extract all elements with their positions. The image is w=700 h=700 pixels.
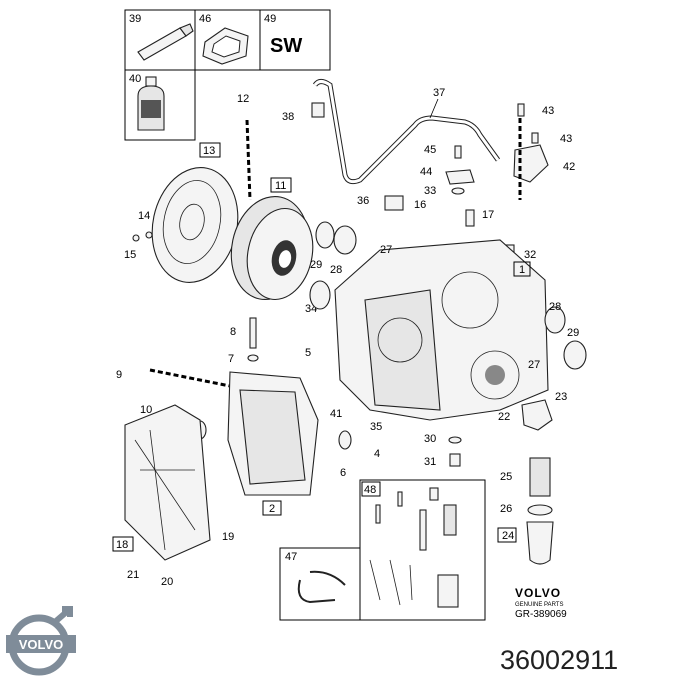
callout-36: 36 — [357, 195, 369, 207]
valve-body-group: 8 7 5 9 10 3 41 35 4 6 2 18 19 21 20 — [112, 317, 382, 588]
callout-14: 14 — [138, 210, 150, 222]
callout-35: 35 — [370, 421, 382, 433]
callout-20: 20 — [161, 576, 173, 588]
callout-27: 27 — [380, 244, 392, 256]
callout-30: 30 — [424, 433, 436, 445]
callout-41: 41 — [330, 408, 342, 420]
callout-5: 5 — [305, 347, 311, 359]
callout-32: 32 — [524, 249, 536, 261]
sw-label: SW — [270, 35, 302, 57]
callout-1: 1 — [519, 264, 525, 276]
box-1 — [513, 261, 531, 277]
callout-37: 37 — [433, 87, 445, 99]
callout-29-right: 29 — [567, 327, 579, 339]
callout-25: 25 — [500, 471, 512, 483]
pipe-clip-icon — [311, 102, 325, 118]
callout-17: 17 — [482, 209, 494, 221]
box-40 — [124, 69, 196, 141]
callout-33: 33 — [424, 185, 436, 197]
callout-27-right: 27 — [528, 359, 540, 371]
breather-pipe-group: 38 37 — [282, 79, 501, 185]
part-number: 36002911 — [500, 645, 619, 675]
callout-48: 48 — [364, 484, 376, 496]
callout-10: 10 — [140, 404, 152, 416]
callout-23: 23 — [555, 391, 567, 403]
torque-converter-group: 13 11 12 14 15 — [124, 93, 314, 301]
callout-28-left: 28 — [330, 264, 342, 276]
filter-group: 23 22 30 31 25 26 24 — [424, 391, 567, 565]
callout-22: 22 — [498, 411, 510, 423]
box-24 — [497, 527, 517, 543]
callout-18: 18 — [116, 539, 128, 551]
callout-46: 46 — [199, 13, 211, 25]
box-11 — [270, 177, 292, 193]
callout-31: 31 — [424, 456, 436, 468]
callout-43-right: 43 — [560, 133, 572, 145]
callout-44: 44 — [420, 166, 432, 178]
brand-block: VOLVO GENUINE PARTS GR-389069 — [515, 586, 567, 620]
callout-26: 26 — [500, 503, 512, 515]
callout-29-left: 29 — [310, 259, 322, 271]
box-49 — [259, 9, 331, 71]
brand-name: VOLVO — [515, 586, 561, 600]
logo-text: VOLVO — [19, 637, 64, 652]
callout-4: 4 — [374, 448, 380, 460]
callout-45: 45 — [424, 144, 436, 156]
kit-boxes: 39 46 49 40 SW — [124, 9, 331, 141]
callout-28-right: 28 — [549, 301, 561, 313]
box-18 — [112, 536, 134, 552]
callout-49: 49 — [264, 13, 276, 25]
service-kit-group: 48 47 — [279, 479, 486, 621]
bracket-sensor-group: 43 43 42 45 44 33 36 16 17 32 — [357, 103, 575, 261]
callout-11: 11 — [275, 180, 286, 192]
box-47 — [279, 547, 361, 621]
callout-15: 15 — [124, 249, 136, 261]
callout-19: 19 — [222, 531, 234, 543]
transmission-case: 1 27 29 28 34 28 29 27 — [305, 221, 587, 421]
diagram-reference: GR-389069 — [515, 609, 567, 620]
callout-12: 12 — [237, 93, 249, 105]
oil-bottle-icon — [137, 76, 165, 131]
callout-2: 2 — [269, 503, 275, 515]
box-2 — [262, 500, 282, 516]
callout-42: 42 — [563, 161, 575, 173]
brand-subtitle: GENUINE PARTS — [515, 602, 563, 608]
callout-16: 16 — [414, 199, 426, 211]
callout-9: 9 — [116, 369, 122, 381]
badge-48 — [361, 481, 381, 497]
callout-6: 6 — [340, 467, 346, 479]
callout-13: 13 — [203, 145, 215, 157]
callout-21: 21 — [127, 569, 139, 581]
callout-24: 24 — [502, 530, 514, 542]
callout-40: 40 — [129, 73, 141, 85]
sealant-tube-icon — [137, 23, 194, 61]
callout-43-top: 43 — [542, 105, 554, 117]
box-13 — [199, 142, 221, 158]
callout-7: 7 — [228, 353, 234, 365]
callout-47: 47 — [285, 551, 297, 563]
gasket-icon — [202, 27, 249, 65]
volvo-iron-mark-icon: VOLVO — [6, 606, 76, 676]
callout-8: 8 — [230, 326, 236, 338]
callout-38: 38 — [282, 111, 294, 123]
callout-39: 39 — [129, 13, 141, 25]
